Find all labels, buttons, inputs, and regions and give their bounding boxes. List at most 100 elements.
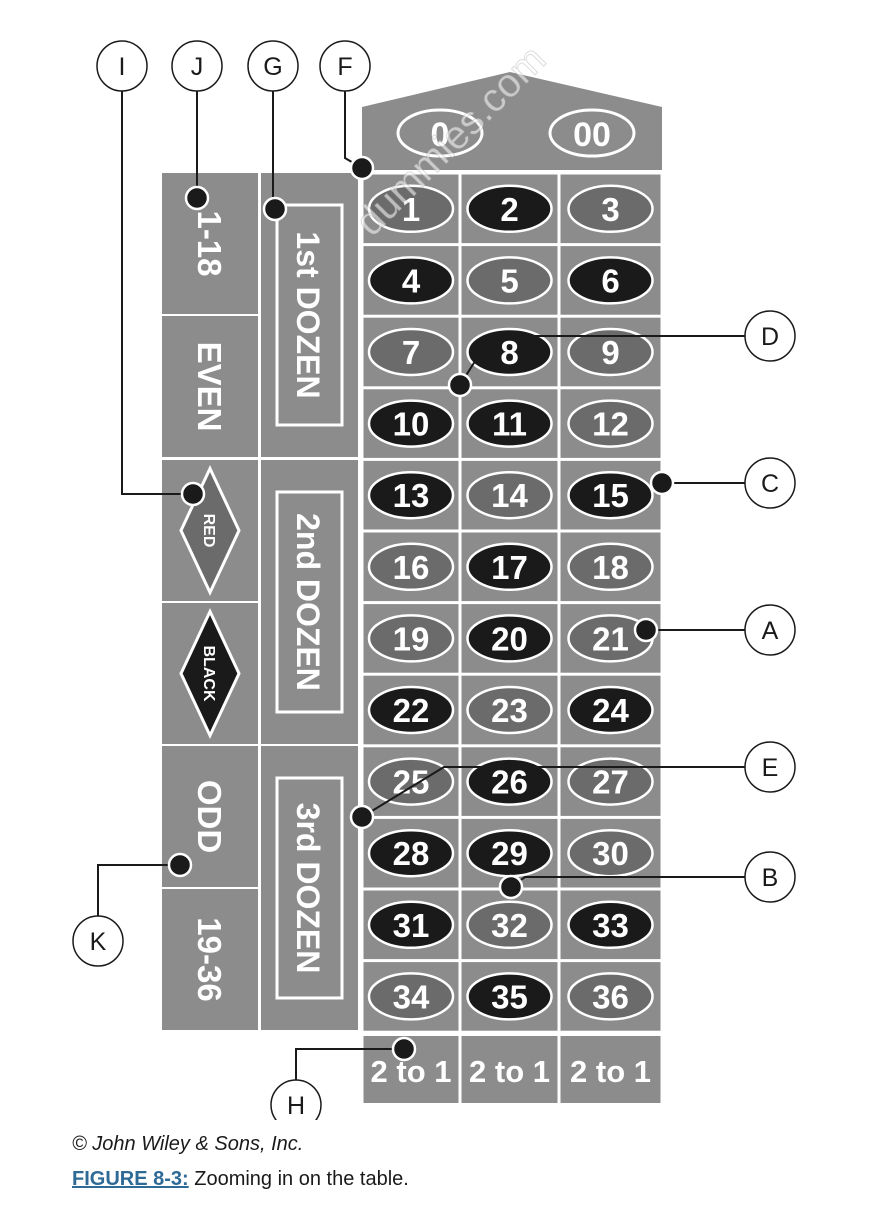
callout-b-letter: B <box>762 864 779 892</box>
number-pocket-red <box>367 327 455 377</box>
number-pocket-red <box>466 256 553 305</box>
number-label: 16 <box>393 549 430 586</box>
callout-k-letter: K <box>90 928 107 956</box>
dozen-frame <box>275 776 344 1000</box>
callout-j-badge <box>171 40 223 92</box>
number-pocket-black <box>567 256 654 305</box>
number-label: 23 <box>491 692 528 729</box>
number-label: 14 <box>491 477 528 514</box>
number-pocket-red <box>466 685 553 735</box>
number-label: 29 <box>491 835 528 872</box>
number-label: 5 <box>500 262 518 299</box>
column-bet-label: 2 to 1 <box>469 1054 550 1089</box>
callout-i-badge <box>96 40 148 92</box>
number-label: 31 <box>393 907 430 944</box>
callout-e-dot <box>349 804 375 830</box>
callout-f-dot <box>349 155 375 181</box>
high-label: 19-36 <box>191 917 228 1001</box>
column-bet-cell <box>560 1036 661 1103</box>
number-pocket-black <box>466 184 553 234</box>
dozen-label: 1st DOZEN <box>290 231 326 398</box>
number-label: 24 <box>592 692 629 729</box>
number-pocket-red <box>367 614 455 663</box>
callout-b-badge <box>744 851 796 903</box>
zero-pocket-label: 00 <box>573 116 611 154</box>
number-pocket-black <box>567 470 654 520</box>
number-label: 26 <box>491 764 528 801</box>
callout-g-badge <box>247 40 299 92</box>
callout-k-badge <box>72 915 124 967</box>
number-pocket-black <box>466 972 553 1021</box>
number-label: 33 <box>592 907 629 944</box>
callout-h-dot <box>391 1036 417 1062</box>
number-label: 34 <box>393 978 430 1015</box>
zero-area <box>362 72 662 170</box>
number-pocket-red <box>567 757 654 806</box>
callout-e-leader <box>361 766 745 818</box>
figure-caption-text: Zooming in on the table. <box>188 1168 409 1190</box>
number-label: 7 <box>402 334 420 371</box>
number-pocket-red <box>367 542 455 592</box>
number-label: 8 <box>500 334 518 371</box>
number-label: 21 <box>592 620 629 657</box>
number-pocket-black <box>567 900 654 950</box>
black-label: BLACK <box>200 646 217 702</box>
outside-bet-cell-high <box>162 889 258 1030</box>
number-label: 30 <box>592 835 629 872</box>
number-pocket-red <box>567 184 654 234</box>
number-pocket-red <box>567 327 654 377</box>
outside-bet-cell-low <box>162 173 258 314</box>
number-label: 19 <box>393 620 430 657</box>
number-pocket-black <box>367 828 455 878</box>
number-label: 22 <box>393 692 430 729</box>
callout-j-dot <box>184 185 210 211</box>
callout-d-letter: D <box>761 323 779 351</box>
number-label: 9 <box>601 334 619 371</box>
number-label: 27 <box>592 764 629 801</box>
number-label: 1 <box>402 191 420 228</box>
number-pocket-red <box>567 542 654 592</box>
column-bet-label: 2 to 1 <box>570 1054 651 1089</box>
callout-a-letter: A <box>762 617 779 645</box>
number-label: 32 <box>491 907 528 944</box>
number-pocket-red <box>367 972 455 1021</box>
number-pocket-red <box>567 399 654 448</box>
outside-bet-cell-even <box>162 316 258 457</box>
figure-label: FIGURE 8-3: <box>72 1168 189 1190</box>
zero-pocket-outline <box>548 108 636 158</box>
black-diamond <box>179 607 241 740</box>
dozen-label: 3rd DOZEN <box>290 803 326 974</box>
number-pocket-red <box>466 900 553 950</box>
callout-g-dot <box>262 196 288 222</box>
column-bet-cell <box>461 1036 558 1103</box>
callout-c-letter: C <box>761 470 779 498</box>
dozen-frame <box>275 203 344 427</box>
number-pocket-red <box>567 972 654 1021</box>
number-pocket-red <box>367 184 455 234</box>
number-label: 3 <box>601 191 619 228</box>
odd-label: ODD <box>191 780 228 853</box>
red-label: RED <box>200 514 217 548</box>
zero-pocket-outline <box>396 108 484 158</box>
number-pocket-black <box>367 399 455 448</box>
callout-a-dot <box>633 617 659 643</box>
callout-h-letter: H <box>287 1092 305 1120</box>
callout-c-dot <box>649 470 675 496</box>
callout-g-letter: G <box>263 53 282 81</box>
callout-d-leader <box>459 335 745 386</box>
number-pocket-black <box>466 542 553 592</box>
callout-i-leader <box>121 91 193 495</box>
number-pocket-black <box>466 399 553 448</box>
dozen-frame <box>275 490 344 714</box>
number-label: 35 <box>491 978 528 1015</box>
low-label: 1-18 <box>191 210 228 276</box>
number-label: 12 <box>592 406 629 443</box>
number-label: 2 <box>500 191 518 228</box>
number-label: 11 <box>492 406 527 443</box>
number-label: 36 <box>592 978 629 1015</box>
number-pocket-black <box>367 256 455 305</box>
callout-j-letter: J <box>191 53 204 81</box>
callout-e-badge <box>744 741 796 793</box>
callout-i-letter: I <box>119 53 126 81</box>
